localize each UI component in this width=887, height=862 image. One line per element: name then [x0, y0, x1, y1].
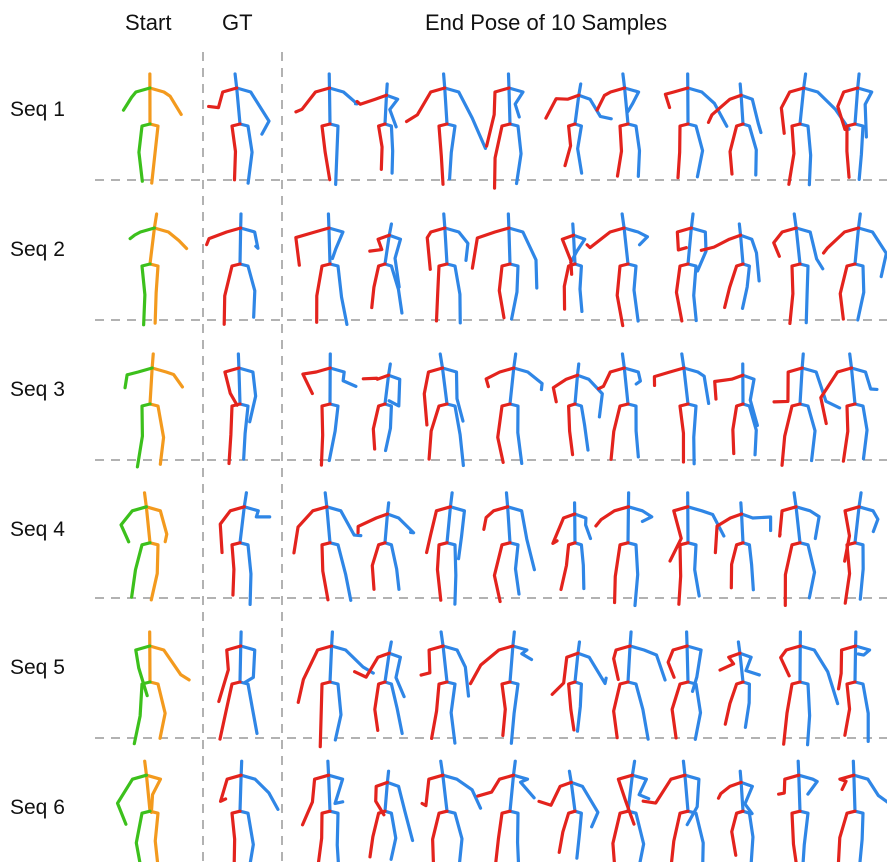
- sample-pose: [836, 72, 874, 181]
- sample-pose: [772, 352, 842, 467]
- gt-pose: [218, 759, 280, 862]
- sample-pose: [419, 630, 471, 745]
- header-gt: GT: [222, 10, 253, 35]
- pose-row: [119, 491, 880, 608]
- sample-pose: [611, 759, 651, 862]
- gt-pose: [217, 630, 259, 741]
- row-label-seq4: Seq 4: [10, 518, 65, 541]
- gt-pose: [218, 491, 272, 607]
- sample-pose: [551, 362, 604, 457]
- sample-pose: [821, 212, 887, 322]
- sample-pose: [470, 212, 539, 321]
- sample-pose: [716, 769, 755, 862]
- sample-pose: [482, 491, 537, 604]
- sample-pose: [484, 72, 525, 190]
- sample-pose: [652, 352, 711, 466]
- sample-pose: [718, 640, 761, 730]
- start-pose: [123, 352, 185, 469]
- sample-pose: [843, 491, 880, 605]
- sample-pose: [296, 630, 375, 749]
- row-label-seq6: Seq 6: [10, 796, 65, 819]
- header-start: Start: [125, 10, 172, 35]
- sample-pose: [550, 640, 608, 733]
- sample-pose: [666, 630, 703, 741]
- pose-row: [128, 212, 887, 328]
- sample-pose: [353, 640, 406, 736]
- sample-pose: [699, 222, 761, 311]
- start-pose: [132, 630, 191, 746]
- pose-row: [115, 759, 887, 862]
- sample-pose: [585, 212, 650, 328]
- sample-pose: [361, 362, 402, 453]
- sample-pose: [476, 759, 536, 862]
- sample-pose: [836, 759, 887, 862]
- start-pose: [119, 491, 169, 602]
- sample-pose: [594, 491, 654, 608]
- sample-pose: [713, 362, 759, 457]
- row-label-seq3: Seq 3: [10, 378, 65, 401]
- row-label-seq5: Seq 5: [10, 656, 65, 679]
- row-label-seq1: Seq 1: [10, 98, 65, 121]
- sample-pose: [294, 72, 359, 186]
- sample-pose: [294, 212, 349, 326]
- sample-pose: [300, 759, 345, 862]
- sample-pose: [713, 501, 773, 592]
- sample-pose: [356, 501, 416, 591]
- sample-pose: [368, 222, 404, 315]
- sample-pose: [663, 72, 729, 180]
- row-label-seq2: Seq 2: [10, 238, 65, 261]
- sample-pose: [425, 491, 467, 606]
- sample-pose: [484, 352, 544, 466]
- pose-row: [123, 352, 879, 469]
- gt-pose: [205, 212, 260, 326]
- sample-pose: [560, 222, 587, 314]
- sample-pose: [706, 82, 763, 177]
- sample-pose: [468, 630, 534, 745]
- sample-pose: [777, 759, 819, 862]
- sample-pose: [596, 352, 642, 461]
- sample-pose: [355, 82, 400, 175]
- sample-pose: [404, 72, 488, 186]
- sample-pose: [772, 212, 825, 326]
- sample-pose: [422, 352, 465, 468]
- sample-pose: [779, 630, 840, 747]
- sample-pose: [420, 759, 483, 862]
- sample-pose: [537, 769, 600, 860]
- sample-pose: [292, 491, 363, 602]
- start-pose: [121, 72, 183, 185]
- sample-pose: [301, 352, 358, 467]
- pose-row: [132, 630, 872, 749]
- start-pose: [128, 212, 189, 327]
- sample-pose: [674, 212, 708, 323]
- sample-pose: [778, 491, 821, 608]
- header-samples: End Pose of 10 Samples: [425, 10, 668, 35]
- pose-row: [121, 72, 874, 190]
- start-pose: [115, 759, 163, 862]
- sample-pose: [595, 72, 642, 178]
- sample-pose: [612, 630, 667, 741]
- sample-pose: [836, 630, 872, 743]
- gt-pose: [223, 352, 258, 466]
- sample-pose: [544, 82, 613, 175]
- sample-pose: [425, 212, 470, 325]
- sample-pose: [641, 759, 705, 862]
- gt-pose: [207, 72, 271, 185]
- sample-pose: [779, 72, 851, 187]
- sample-pose: [551, 501, 593, 592]
- sample-pose: [368, 769, 415, 861]
- sample-pose: [819, 352, 879, 463]
